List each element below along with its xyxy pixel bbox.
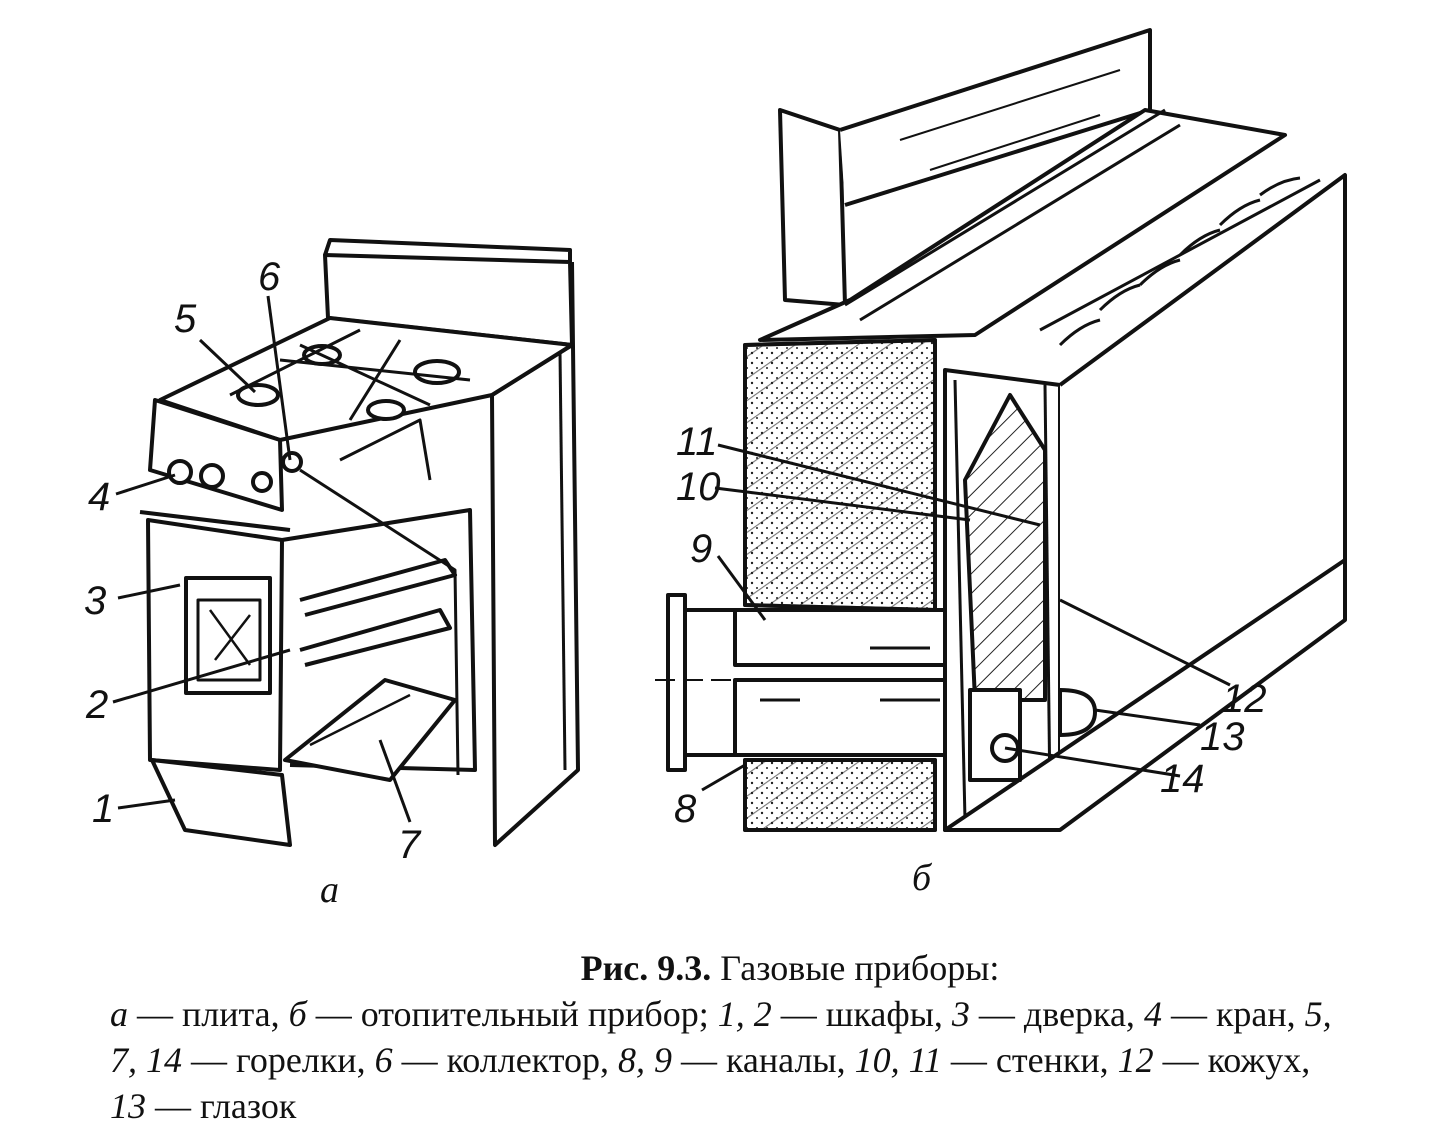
legend-key: а bbox=[110, 994, 128, 1034]
part-label-6: 6 bbox=[258, 255, 281, 299]
legend-key: 10, 11 bbox=[854, 1040, 942, 1080]
part-label-1: 1 bbox=[92, 787, 114, 831]
legend-key: б bbox=[288, 994, 307, 1034]
legend-key: 1, 2 bbox=[717, 994, 772, 1034]
legend-text: — каналы, bbox=[671, 1040, 855, 1080]
figure-title: Газовые приборы: bbox=[720, 948, 1000, 988]
legend-key: 3 bbox=[951, 994, 970, 1034]
part-label-8: 8 bbox=[674, 787, 697, 831]
part-label-14: 14 bbox=[1160, 757, 1205, 801]
subfigure-label-b: б bbox=[912, 857, 933, 899]
part-label-11: 11 bbox=[676, 420, 718, 464]
legend-text: — горелки, bbox=[182, 1040, 375, 1080]
legend-key: 4 bbox=[1143, 994, 1162, 1034]
legend-key: 6 bbox=[374, 1040, 393, 1080]
legend-text: — дверка, bbox=[969, 994, 1144, 1034]
part-label-9: 9 bbox=[690, 527, 712, 571]
gas-stove-drawing bbox=[139, 238, 580, 847]
gas-heater-drawing bbox=[655, 28, 1347, 832]
legend-text: — шкафы, bbox=[771, 994, 952, 1034]
subfigure-label-a: а bbox=[320, 869, 339, 911]
figure-caption: Рис. 9.3. Газовые приборы: а — плита, б … bbox=[110, 945, 1350, 1129]
part-label-3: 3 bbox=[84, 579, 106, 623]
figure-drawing: 1 2 3 4 5 6 7 8 9 10 11 12 13 14 а б bbox=[84, 28, 1347, 911]
legend-text: — глазок bbox=[146, 1086, 297, 1126]
part-label-4: 4 bbox=[88, 475, 110, 519]
part-label-12: 12 bbox=[1222, 677, 1267, 721]
caption-legend: а — плита, б — отопительный прибор; 1, 2… bbox=[110, 991, 1350, 1129]
part-label-10: 10 bbox=[676, 465, 721, 509]
leader-lines-b bbox=[701, 443, 1231, 792]
legend-text: — кран, bbox=[1161, 994, 1305, 1034]
part-label-7: 7 bbox=[398, 823, 422, 867]
legend-text: — коллектор, bbox=[392, 1040, 618, 1080]
legend-text: — кожух, bbox=[1153, 1040, 1311, 1080]
legend-key: 12 bbox=[1117, 1040, 1154, 1080]
part-label-13: 13 bbox=[1200, 715, 1245, 759]
part-label-5: 5 bbox=[174, 297, 197, 341]
figure-number: Рис. 9.3. bbox=[580, 948, 712, 988]
part-label-2: 2 bbox=[85, 683, 108, 727]
legend-key: 8, 9 bbox=[617, 1040, 672, 1080]
legend-key: 5, 7, 14 bbox=[110, 994, 1332, 1080]
legend-key: 13 bbox=[110, 1086, 146, 1126]
legend-text: — плита, bbox=[128, 994, 289, 1034]
legend-text: — стенки, bbox=[941, 1040, 1118, 1080]
caption-title: Рис. 9.3. Газовые приборы: bbox=[110, 945, 1350, 991]
legend-text: — отопительный прибор; bbox=[306, 994, 718, 1034]
leader-lines-a bbox=[112, 295, 412, 823]
